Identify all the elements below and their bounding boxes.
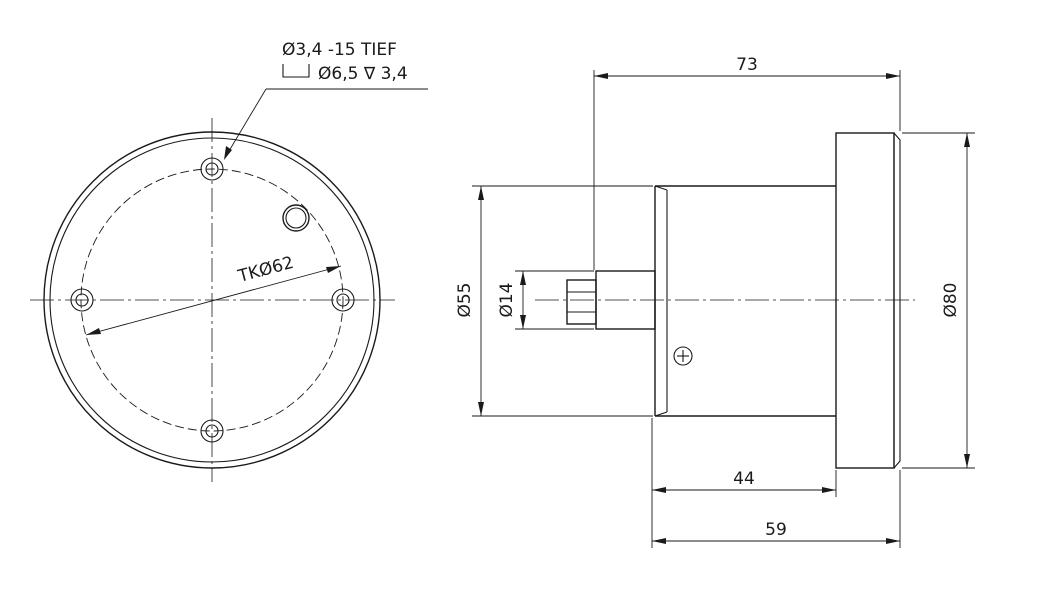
dim-59-arrow-right: [886, 538, 900, 544]
bolt-circle-arrow-right: [326, 266, 341, 273]
side-view: 73 Ø55 Ø14 Ø80 44 59: [455, 55, 975, 548]
bolt-circle: [80, 168, 344, 432]
outer-rim-circle: [43, 131, 381, 469]
flange-chamfer-outline: [893, 132, 901, 469]
dim-14-arrow-top: [520, 271, 526, 285]
dim-55-arrow-bottom: [478, 402, 484, 416]
flange-body: [835, 132, 895, 469]
dim-80-arrow-bottom: [964, 454, 970, 468]
mounting-hole-bottom: [200, 419, 224, 443]
dim-80-arrow-top: [964, 133, 970, 147]
body-front-ring-chamfer: [654, 185, 668, 417]
dim-55-arrow-top: [478, 186, 484, 200]
dim-14-arrow-bottom: [520, 315, 526, 329]
bolt-circle-label: TKØ62: [235, 253, 296, 287]
counterbore-icon: [282, 64, 310, 78]
dim-73-label: 73: [736, 55, 758, 75]
hole-callout-leader: [225, 88, 267, 157]
dim-14-label: Ø14: [497, 282, 517, 317]
hole-callout-line1: Ø3,4 -15 TIEF: [282, 40, 397, 60]
inner-rim-circle: [49, 137, 375, 463]
dim-44-arrow-left: [652, 487, 666, 493]
mounting-hole-top: [200, 157, 224, 181]
dim-73-arrow-left: [594, 73, 608, 79]
hole-callout-arrow: [224, 146, 232, 160]
vent-plug: [282, 204, 310, 232]
front-view: TKØ62 Ø3,4 -15 TIEF Ø6,5 ∇ 3,4: [30, 40, 428, 482]
dim-55-label: Ø55: [455, 282, 475, 317]
bolt-circle-dimension-line: [85, 265, 342, 336]
dim-44-label: 44: [733, 469, 755, 489]
bolt-circle-arrow-left: [86, 328, 101, 335]
screw-head-icon: [673, 346, 693, 366]
dim-80-label: Ø80: [941, 282, 961, 317]
hole-callout-line2: Ø6,5 ∇ 3,4: [318, 64, 408, 84]
mounting-hole-right: [331, 288, 355, 312]
main-body: [654, 185, 836, 417]
dim-59-label: 59: [765, 520, 787, 540]
hex-nut: [566, 279, 597, 325]
dim-73-arrow-right: [886, 73, 900, 79]
dim-59-arrow-left: [652, 538, 666, 544]
dim-44-arrow-right: [822, 487, 836, 493]
mounting-hole-left: [70, 288, 94, 312]
